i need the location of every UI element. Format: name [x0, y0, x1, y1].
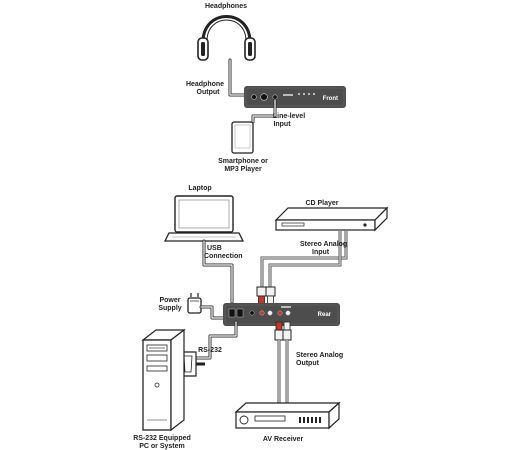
cd-player-label: CD Player [305, 200, 338, 207]
smartphone-label-2: MP3 Player [224, 166, 262, 173]
stereo-input-label-1: Stereo Analog [300, 241, 347, 248]
rca-input-plugs [256, 286, 276, 305]
headphones-label: Headphones [205, 3, 247, 10]
front-label: Front [323, 96, 338, 102]
power-adapter-icon [187, 293, 202, 314]
rs232-pc-label-2: PC or System [139, 443, 185, 450]
power-supply-label-1: Power [159, 297, 180, 304]
headphones-icon [197, 15, 256, 61]
usb-label-2: Connection [204, 253, 243, 260]
usb-label-1: USB [207, 245, 222, 252]
front-panel-unit: Front [244, 86, 346, 108]
smartphone-icon [231, 121, 254, 154]
rear-panel-unit: Rear [223, 303, 340, 326]
laptop-label: Laptop [188, 185, 211, 192]
rear-label: Rear [318, 312, 332, 318]
av-receiver-label: AV Receiver [263, 436, 304, 443]
stereo-output-label-2: Output [296, 360, 320, 367]
line-level-label-2: Input [273, 121, 291, 128]
smartphone-label-1: Smartphone or [218, 158, 268, 165]
pc-tower-icon [141, 328, 186, 432]
av-receiver-icon [234, 401, 341, 430]
stereo-input-label-2: Input [312, 249, 330, 256]
laptop-icon [163, 195, 245, 242]
power-supply-label-2: Supply [158, 305, 181, 312]
line-level-label-1: Line-level [273, 113, 305, 120]
rs232-pc-label-1: RS-232 Equipped [133, 435, 191, 442]
headphone-output-label-2: Output [197, 89, 221, 96]
cd-player-icon [274, 206, 389, 232]
rca-output-plugs [274, 321, 292, 341]
rs232-label: RS-232 [198, 347, 222, 354]
stereo-output-label-1: Stereo Analog [296, 352, 343, 359]
headphone-output-label-1: Headphone [186, 81, 224, 88]
